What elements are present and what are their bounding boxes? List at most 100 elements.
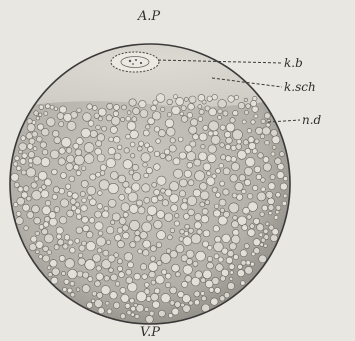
yolk-granule	[257, 192, 266, 201]
yolk-granule	[149, 271, 156, 278]
yolk-granule	[117, 145, 122, 150]
yolk-granule	[193, 134, 199, 140]
yolk-granule	[47, 266, 51, 270]
yolk-granule	[16, 166, 21, 171]
yolk-granule	[209, 108, 217, 116]
yolk-granule	[142, 184, 150, 192]
yolk-granule	[164, 213, 173, 222]
yolk-granule	[263, 163, 271, 171]
yolk-granule	[268, 205, 274, 211]
yolk-granule	[262, 127, 270, 135]
yolk-granule	[180, 112, 184, 116]
yolk-granule	[197, 229, 202, 234]
yolk-granule	[154, 288, 160, 294]
yolk-granule	[208, 145, 216, 153]
yolk-granule	[246, 157, 255, 166]
yolk-granule	[95, 281, 101, 287]
yolk-granule	[144, 173, 149, 178]
yolk-granule	[252, 106, 258, 112]
yolk-granule	[36, 250, 40, 254]
yolk-granule	[149, 311, 154, 316]
yolk-granule	[67, 210, 74, 217]
yolk-granule	[164, 149, 170, 155]
yolk-granule	[241, 260, 246, 265]
yolk-granule	[232, 193, 237, 198]
yolk-granule	[92, 292, 97, 297]
yolk-granule	[233, 215, 238, 220]
yolk-granule	[247, 129, 251, 133]
yolk-granule	[179, 191, 185, 197]
yolk-granule	[209, 121, 219, 131]
yolk-granule	[244, 167, 252, 175]
yolk-granule	[223, 189, 229, 195]
yolk-granule	[73, 165, 79, 171]
yolk-granule	[252, 149, 257, 154]
yolk-granule	[95, 222, 103, 230]
yolk-granule	[170, 138, 175, 143]
yolk-granule	[140, 232, 148, 240]
yolk-granule	[130, 242, 136, 248]
yolk-granule	[154, 127, 160, 133]
yolk-granule	[73, 143, 79, 149]
germinal-vesicle	[111, 52, 159, 72]
yolk-granule	[239, 174, 246, 181]
yolk-granule	[175, 214, 179, 218]
yolk-granule	[70, 199, 76, 205]
yolk-granule	[203, 230, 210, 237]
yolk-granule	[186, 258, 192, 264]
yolk-granule	[59, 122, 64, 127]
yolk-granule	[117, 266, 122, 271]
yolk-granule	[117, 259, 122, 264]
yolk-granule	[208, 245, 213, 250]
yolk-granule	[179, 179, 187, 187]
yolk-granule	[236, 144, 242, 150]
yolk-granule	[195, 171, 205, 181]
yolk-granule	[97, 134, 105, 142]
yolk-granule	[275, 158, 282, 165]
yolk-granule	[202, 208, 208, 214]
yolk-granule	[257, 224, 264, 231]
yolk-granule	[181, 106, 186, 111]
yolk-granule	[251, 252, 255, 256]
yolk-granule	[263, 229, 268, 234]
yolk-granule	[34, 217, 41, 224]
yolk-granule	[127, 111, 131, 115]
yolk-granule	[263, 157, 269, 163]
yolk-granule	[119, 194, 125, 200]
yolk-granule	[253, 218, 259, 224]
yolk-granule	[36, 241, 43, 248]
yolk-granule	[268, 183, 275, 190]
yolk-granule	[33, 147, 37, 151]
yolk-granule	[50, 260, 57, 267]
yolk-granule	[147, 206, 157, 216]
yolk-granule	[142, 222, 152, 232]
yolk-granule	[84, 154, 94, 164]
yolk-granule	[50, 105, 54, 109]
yolk-granule	[261, 187, 266, 192]
yolk-granule	[138, 207, 145, 214]
yolk-granule	[113, 111, 118, 116]
label-ksch: k.sch	[284, 80, 316, 94]
yolk-granule	[102, 211, 109, 218]
yolk-granule	[222, 248, 228, 254]
yolk-granule	[98, 231, 103, 236]
yolk-granule	[83, 225, 90, 232]
yolk-granule	[184, 170, 191, 177]
yolk-granule	[219, 163, 224, 168]
yolk-granule	[175, 302, 181, 308]
yolk-granule	[216, 193, 221, 198]
yolk-granule	[49, 218, 57, 226]
yolk-granule	[81, 128, 91, 138]
yolk-granule	[172, 106, 181, 115]
yolk-granule	[214, 204, 219, 209]
yolk-granule	[237, 270, 244, 277]
yolk-granule	[47, 250, 52, 255]
yolk-granule	[272, 146, 276, 150]
yolk-granule	[98, 191, 103, 196]
yolk-granule	[130, 142, 135, 147]
yolk-granule	[33, 157, 42, 166]
yolk-granule	[246, 104, 251, 109]
yolk-granule	[198, 105, 202, 109]
yolk-granule	[235, 182, 243, 190]
yolk-granule	[120, 287, 126, 293]
